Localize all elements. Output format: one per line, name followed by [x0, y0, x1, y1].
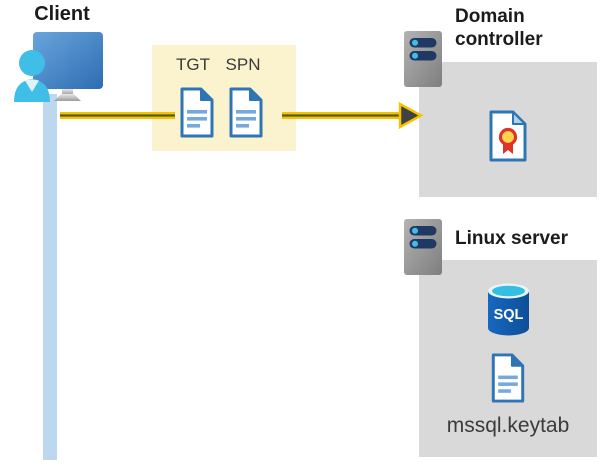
- auth-request-arrow: [60, 101, 424, 130]
- client-label: Client: [34, 3, 90, 25]
- certificate-icon: [489, 110, 527, 162]
- client-timeline-line: [43, 94, 57, 460]
- domain-controller-server-icon: [404, 31, 442, 87]
- keytab-filename-label: mssql.keytab: [446, 414, 570, 437]
- sql-badge-text: SQL: [494, 307, 524, 323]
- linux-server-label: Linux server: [455, 228, 568, 249]
- spn-document-icon: [229, 87, 263, 138]
- monitor-icon: [33, 32, 103, 89]
- domain-controller-label: Domain controller: [455, 6, 543, 50]
- ticket-box: [152, 45, 296, 151]
- tgt-label: TGT: [176, 55, 210, 74]
- arrowhead-icon: [398, 101, 424, 130]
- linux-server-icon: [404, 219, 442, 275]
- spn-label: SPN: [225, 55, 261, 74]
- tgt-document-icon: [180, 87, 214, 138]
- person-icon: [14, 50, 50, 102]
- sql-database-icon: SQL: [488, 283, 529, 336]
- client-icon: [14, 32, 103, 102]
- keytab-document-icon: [491, 353, 525, 403]
